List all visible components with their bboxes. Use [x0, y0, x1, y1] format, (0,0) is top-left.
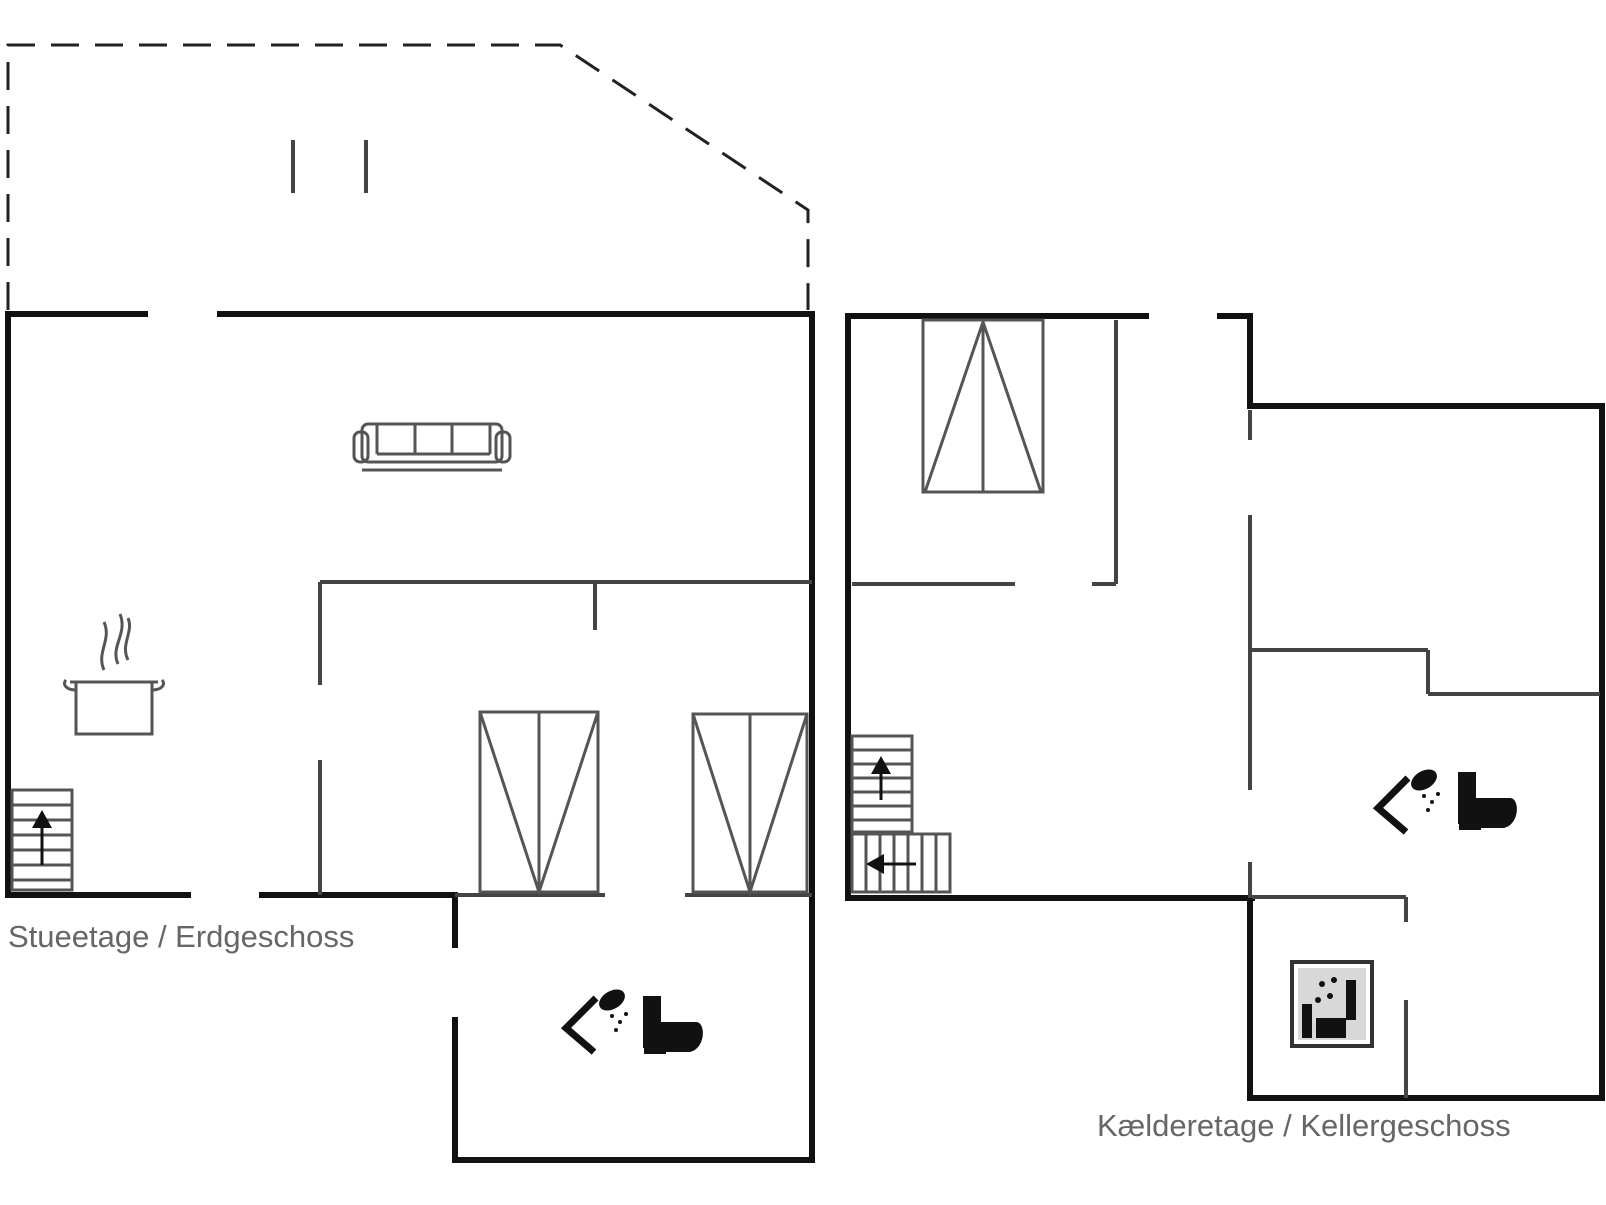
ground-floor: Stueetage / Erdgeschoss — [5, 311, 815, 1163]
cooking-pot-icon — [62, 613, 166, 736]
basement-floor-label: Kælderetage / Kellergeschoss — [1097, 1108, 1511, 1143]
bed-icon — [921, 317, 1045, 494]
ground-floor-label: Stueetage / Erdgeschoss — [8, 919, 354, 954]
washing-machine-icon — [1290, 960, 1374, 1048]
toilet-icon — [643, 996, 703, 1054]
stairs-icon — [850, 734, 914, 834]
basement-floor: Kælderetage / Kellergeschoss — [845, 313, 1605, 1143]
shower-icon — [1372, 769, 1440, 835]
shower-icon — [560, 989, 628, 1055]
terrace-outline — [6, 43, 810, 310]
bed-icon — [478, 710, 600, 897]
bed-icon — [691, 712, 809, 897]
sofa-icon — [352, 422, 512, 472]
stairs-icon — [850, 832, 952, 894]
toilet-icon — [1458, 772, 1517, 830]
stairs-icon — [10, 788, 74, 892]
